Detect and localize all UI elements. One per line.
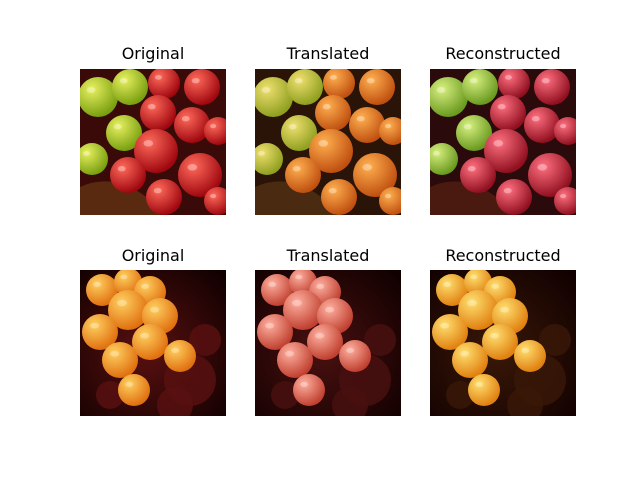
panel-title-r2c2: Translated [286, 246, 370, 265]
oranges-original-image [80, 270, 226, 416]
apples-reconstructed-image [430, 69, 576, 215]
oranges-reconstructed-image [430, 270, 576, 416]
panel-title-r1c1: Original [121, 44, 185, 63]
apples-translated-image [255, 69, 401, 215]
panel-title-r1c2: Translated [286, 44, 370, 63]
panel-title-r2c3: Reconstructed [445, 246, 561, 265]
panel-title-r2c1: Original [121, 246, 185, 265]
panel-title-r1c3: Reconstructed [445, 44, 561, 63]
oranges-translated-image [255, 270, 401, 416]
apples-original-image [80, 69, 226, 215]
